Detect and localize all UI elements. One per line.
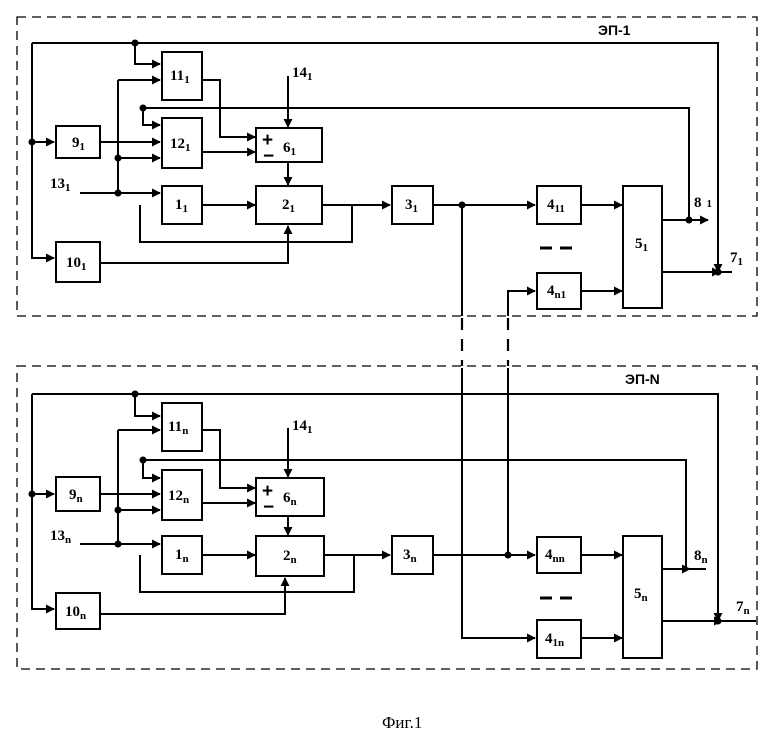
block-2: 2n (256, 536, 324, 576)
terminal-14: 141 (292, 65, 313, 83)
block-11: 111 (162, 52, 202, 100)
terminal-14: 141 (292, 418, 313, 436)
block-1: 1n (162, 536, 202, 574)
frame-ep-1: ЭП-1 (17, 17, 757, 316)
block-12: 121 (162, 118, 202, 168)
frame-label: ЭП-N (625, 371, 660, 387)
terminal-7: 71 (730, 250, 743, 268)
svg-text:−: − (263, 146, 274, 167)
block-4-a: 4nn (537, 537, 581, 573)
terminal-13: 13n (50, 528, 71, 546)
block-4-b: 41n (537, 620, 581, 658)
terminal-8: 81 (694, 195, 712, 211)
block-9: 91 (56, 126, 100, 158)
block-2: 21 (256, 186, 322, 224)
figure-caption: Фиг.1 (382, 713, 422, 732)
terminal-7: 7n (736, 599, 750, 617)
inter-frame-links (462, 318, 508, 366)
block-12: 12n (162, 470, 202, 520)
block-1: 11 (162, 186, 202, 224)
frame-ep-n: ЭП-N (17, 366, 757, 669)
block-6: + − 61 (256, 128, 322, 167)
block-10: 101 (56, 242, 100, 282)
block-4-b: 4n1 (537, 273, 581, 309)
block-9: 9n (56, 477, 100, 511)
block-5: 51 (623, 186, 662, 308)
terminal-13: 131 (50, 176, 71, 194)
block-5: 5n (623, 536, 662, 658)
frame-label: ЭП-1 (598, 22, 631, 38)
block-6: + − 6n (256, 478, 324, 518)
svg-text:−: − (263, 497, 274, 518)
block-3: 3n (392, 536, 433, 574)
terminal-8: 8n (694, 548, 708, 566)
block-10: 10n (56, 593, 100, 629)
block-3: 31 (392, 186, 433, 224)
block-11: 11n (162, 403, 202, 451)
block-4-a: 411 (537, 186, 581, 224)
